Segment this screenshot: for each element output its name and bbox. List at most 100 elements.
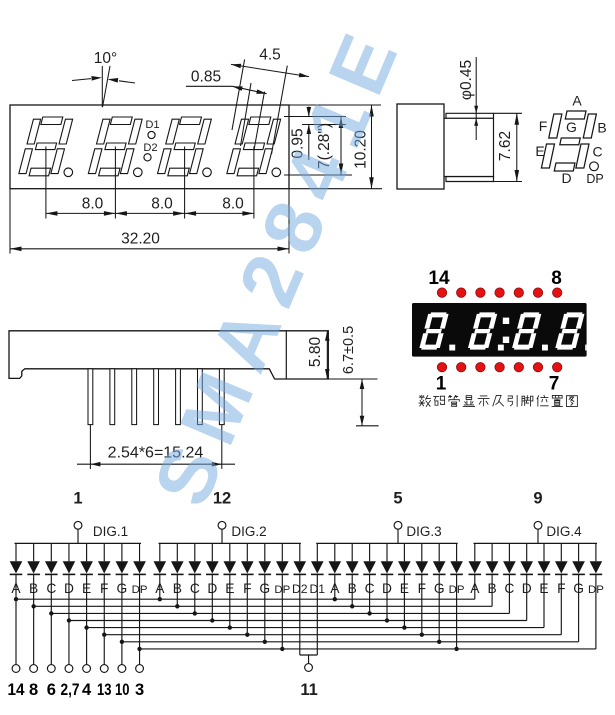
dig1-seg-e-diode — [80, 561, 93, 574]
dim-arrow — [90, 461, 101, 467]
caption-glyph — [566, 395, 578, 407]
pin-terminal-f — [99, 664, 109, 673]
photo-digit-1-segment — [429, 312, 447, 318]
colon-d2-diode — [293, 561, 307, 574]
dim-arrow — [256, 89, 267, 94]
photo-pin14-label: 14 — [428, 268, 450, 289]
front-digit-1-segment — [58, 118, 74, 145]
segment-pin-label-5: 13 — [97, 681, 112, 699]
photo-digit-3-dp — [542, 344, 548, 351]
dig4-pin-terminal — [533, 520, 543, 530]
dim-arrow — [173, 211, 185, 216]
segment-key-label-f: F — [539, 118, 548, 134]
side-view: φ0.45 7.62 — [396, 57, 522, 190]
profile-pin-1 — [87, 368, 94, 426]
front-digit-2-segment — [95, 118, 111, 145]
schematic: 1 DIG.1 12 DIG.2 5 DIG.3 9 DIG.4 A B C D… — [8, 490, 604, 700]
height-dim-label: 10.20 — [353, 130, 370, 169]
dig4-seg-c-diode — [503, 561, 516, 574]
photo-digit-3-segment — [517, 313, 526, 329]
dim-arrow — [325, 330, 330, 341]
photo-pin-dot — [494, 287, 505, 298]
dim-arrow — [115, 211, 127, 216]
pin-terminal-d — [64, 664, 74, 673]
colon-led-d2-label: D2 — [143, 142, 157, 154]
segment-key-segment — [547, 113, 563, 139]
segment-pin-label-1: 8 — [29, 681, 38, 699]
front-digit-2-segment — [104, 142, 127, 151]
photo-digit-4-segment — [575, 313, 585, 329]
front-digit-4-segment — [248, 116, 272, 126]
dig3-seg-dp-diode — [450, 561, 463, 574]
display-photo: 14 8 1 7 — [412, 268, 587, 395]
segment-key-label-dp: DP — [586, 172, 603, 186]
dig1-pin-terminal — [73, 520, 83, 530]
dim-arrow — [325, 369, 330, 379]
dig2-seg-dp-diode — [276, 561, 289, 574]
dim-arrow — [474, 118, 479, 126]
segment-key-segment — [553, 162, 576, 172]
pin-terminal-b — [29, 664, 39, 673]
pin-pitch-label: 2.54*6=15.24 — [108, 445, 204, 462]
ext-line — [239, 82, 252, 147]
pin-length-label: 6.7±0.5 — [341, 326, 357, 374]
dig4-seg-g-diode — [572, 561, 585, 574]
segment-key-label-d: D — [561, 170, 571, 186]
front-digit-3-segment — [167, 167, 190, 177]
side-view-bottom-pin-tab — [445, 175, 495, 183]
body-height-label: 5.80 — [307, 337, 324, 368]
side-view-body — [436, 117, 495, 178]
segment-key: A F G B E C D DP — [535, 93, 606, 187]
colon-led-d2 — [143, 153, 152, 162]
dim-arrow — [338, 163, 344, 175]
photo-digit-4-segment — [570, 333, 580, 348]
front-digit-4-segment — [236, 167, 260, 177]
pin11-label: 11 — [300, 681, 317, 699]
caption-glyph — [448, 394, 460, 407]
front-digit-2-dp — [132, 167, 143, 178]
profile-pin-2 — [109, 368, 116, 426]
segment-key-segment — [564, 110, 587, 120]
photo-digit-3-segment — [532, 313, 542, 329]
dig2-seg-e-diode — [223, 561, 237, 574]
dim-arrow — [242, 211, 254, 216]
caption-glyph — [418, 394, 432, 408]
segment-pin-label-6: 10 — [115, 681, 130, 699]
dig3-seg-g-diode — [432, 561, 446, 574]
caption-glyph — [536, 394, 549, 407]
photo-digit-1-segment — [424, 313, 434, 329]
pitch-dim-label-1: 8.0 — [82, 195, 104, 212]
dig2-name-label: DIG.2 — [231, 524, 266, 539]
dim-arrow — [359, 415, 365, 426]
photo-digit-3-segment — [512, 333, 521, 348]
dig1-seg-g-diode — [115, 561, 129, 574]
photo-pin-dot — [436, 287, 448, 298]
dig1-name-label: DIG.1 — [93, 524, 128, 539]
pin-terminal-dp — [135, 664, 145, 673]
photo-digit-4-segment — [565, 312, 583, 318]
profile-body — [8, 330, 329, 380]
dig2-seg-d-diode — [206, 561, 219, 574]
dim-arrow — [103, 211, 116, 216]
profile-pin-4 — [153, 368, 160, 426]
seg-thickness-label: 0.95 — [290, 128, 307, 158]
dig3-seg-e-diode — [398, 561, 411, 574]
photo-caption-text: 数码管显示及引脚位置图 — [418, 393, 572, 409]
dig4-seg-d-diode — [520, 561, 533, 574]
watermark-text: SMA2841E — [137, 11, 419, 518]
front-digit-3-dp — [202, 167, 212, 178]
pitch-dim-label-3: 8.0 — [222, 195, 244, 212]
segment-key-label-g: G — [566, 119, 577, 135]
dim-arrow — [91, 76, 102, 81]
photo-pin1-label: 1 — [436, 374, 447, 395]
photo-digit-3-segment — [527, 333, 537, 348]
pitch-dim-label-2: 8.0 — [151, 195, 173, 212]
front-digit-4-segment — [258, 148, 274, 175]
front-digit-3-segment — [165, 118, 181, 145]
photo-display-body — [412, 303, 587, 357]
dig3-seg-d-diode — [380, 561, 394, 574]
total-width-label: 32.20 — [121, 231, 160, 248]
ext-line — [270, 65, 288, 155]
dig2-pin-terminal — [217, 520, 227, 530]
